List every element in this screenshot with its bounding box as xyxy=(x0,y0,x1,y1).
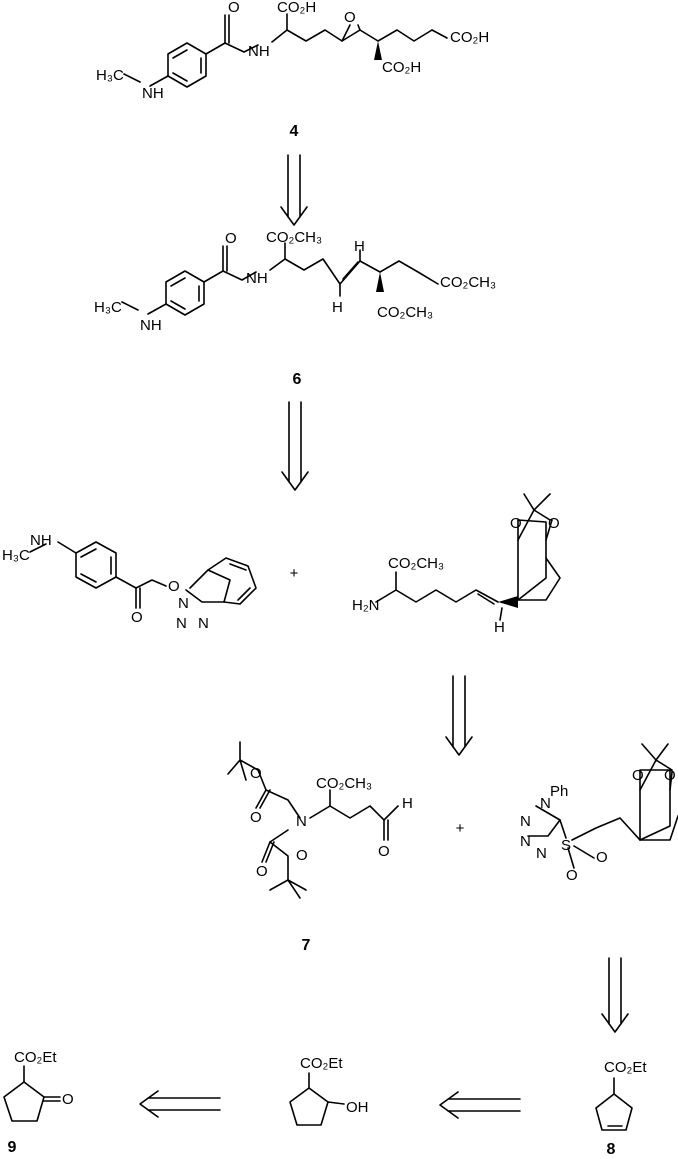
compound-6-carbonyl-o: O xyxy=(225,230,237,247)
tetrazole-ph: Ph xyxy=(550,783,568,800)
plus-sign-2: + xyxy=(456,820,465,837)
compound-9-ketone-o: O xyxy=(62,1091,74,1108)
triazole-n1: N xyxy=(178,595,189,612)
triazole-n2: N xyxy=(176,615,187,632)
active-ester-nh: NH xyxy=(30,532,52,549)
compound-4-co2h-beta: CO₂H xyxy=(382,59,421,76)
hydroxy-ester-oh: OH xyxy=(346,1099,369,1116)
tetrazole-n2: N xyxy=(520,833,531,850)
sulfone-o-1: O xyxy=(566,867,578,884)
retro-arrow-2 xyxy=(281,401,309,491)
acetonide-o-right: O xyxy=(548,515,560,532)
amine-co2me: CO₂CH₃ xyxy=(388,555,444,572)
compound-8-structure: CO₂Et xyxy=(595,1059,647,1131)
boc2-o-carbonyl: O xyxy=(256,863,268,880)
active-ester-ester-o: O xyxy=(168,578,180,595)
compound-4-co2h-terminal: CO₂H xyxy=(450,29,489,46)
sulfone-o-2: O xyxy=(596,849,608,866)
hydroxy-ester-structure: CO₂Et OH xyxy=(289,1055,369,1126)
compound-6-structure: O NH CO₂CH₃ H H CO₂CH₃ CO₂CH₃ H₃C NH xyxy=(94,229,496,334)
compound-label-8: 8 xyxy=(607,1141,616,1158)
compound-4-carbonyl-o: O xyxy=(228,0,240,16)
sulfone-s: S xyxy=(561,837,571,854)
sulfone-acetonide-o-left: O xyxy=(632,767,644,784)
boc1-o-ether: O xyxy=(250,765,262,782)
compound-label-7: 7 xyxy=(302,937,311,954)
retro-arrow-4 xyxy=(601,957,629,1033)
compound-9-structure: CO₂Et O xyxy=(3,1049,74,1122)
tetrazole-n4: N xyxy=(540,795,551,812)
boc1-o-carbonyl: O xyxy=(250,809,262,826)
active-ester-carbonyl-o: O xyxy=(131,609,143,626)
active-ester-methyl: H₃C xyxy=(2,547,30,564)
triazole-n3: N xyxy=(198,615,209,632)
compound-label-9: 9 xyxy=(8,1139,17,1156)
compound-9-co2et: CO₂Et xyxy=(14,1049,57,1066)
compound-6-co2me-beta: CO₂CH₃ xyxy=(377,304,433,321)
amine-h2n: H₂N xyxy=(352,597,380,614)
amine-ring-h: H xyxy=(494,619,505,636)
compound-7-co2me: CO₂CH₃ xyxy=(316,775,372,792)
compound-4-nh: NH xyxy=(142,85,164,102)
compound-4-amide-nh: NH xyxy=(248,43,270,60)
compound-7-structure: O O N O O CO₂CH₃ H O xyxy=(227,741,413,899)
amine-fragment-structure: H₂N CO₂CH₃ O O H xyxy=(352,493,561,636)
compound-6-co2me-alpha: CO₂CH₃ xyxy=(266,229,322,246)
compound-6-amide-nh: NH xyxy=(246,270,268,287)
compound-8-co2et: CO₂Et xyxy=(604,1059,647,1076)
tetrazole-n1: N xyxy=(520,813,531,830)
compound-6-nh: NH xyxy=(140,317,162,334)
compound-4-methyl: H₃C xyxy=(96,67,124,84)
acetonide-o-left: O xyxy=(510,515,522,532)
compound-6-vinyl-h-bottom: H xyxy=(332,299,343,316)
compound-7-aldehyde-h: H xyxy=(402,795,413,812)
retro-arrow-1 xyxy=(280,154,308,226)
compound-4-epoxide-o: O xyxy=(344,9,356,26)
hydroxy-ester-co2et: CO₂Et xyxy=(300,1055,343,1072)
sulfone-fragment-structure: N N N N Ph S O O O O xyxy=(520,743,678,884)
active-ester-structure: NH H₃C O O N N N xyxy=(2,532,257,632)
compound-6-vinyl-h-top: H xyxy=(354,238,365,255)
retro-arrow-5 xyxy=(439,1091,521,1119)
retro-arrow-3 xyxy=(445,675,473,756)
compound-4-co2h-alpha: CO₂H xyxy=(277,0,316,16)
boc2-o-ether: O xyxy=(296,847,308,864)
compound-4-structure: O NH CO₂H O CO₂H CO₂H H₃C NH xyxy=(96,0,489,102)
compound-7-n: N xyxy=(296,813,307,830)
plus-sign-1: + xyxy=(290,565,299,582)
compound-7-aldehyde-o: O xyxy=(378,843,390,860)
compound-6-methyl: H₃C xyxy=(94,299,122,316)
compound-6-co2me-terminal: CO₂CH₃ xyxy=(440,274,496,291)
sulfone-acetonide-o-right: O xyxy=(664,767,676,784)
compound-label-6: 6 xyxy=(293,371,302,388)
retro-arrow-6 xyxy=(139,1090,221,1118)
compound-label-4: 4 xyxy=(290,123,299,140)
tetrazole-n3: N xyxy=(536,845,547,862)
